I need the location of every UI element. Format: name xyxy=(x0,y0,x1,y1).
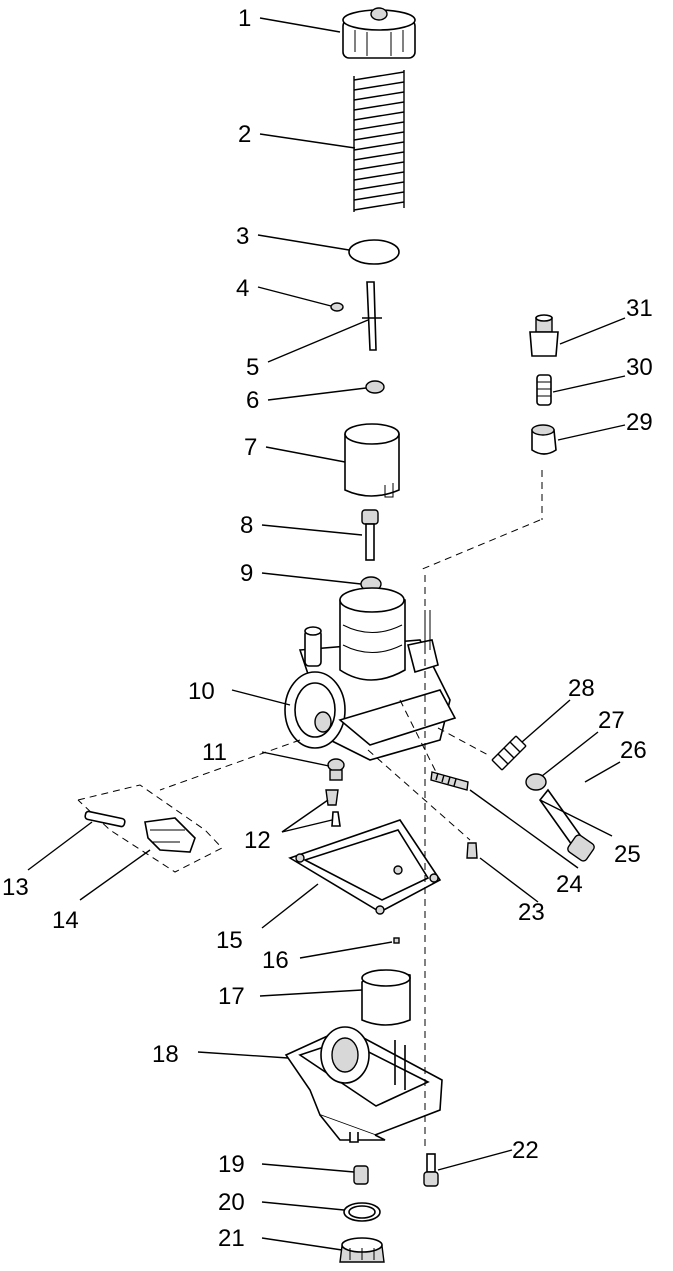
callout-1: 1 xyxy=(238,5,251,32)
callout-8: 8 xyxy=(240,512,253,539)
callout-2: 2 xyxy=(238,121,251,148)
part-float-assembly xyxy=(77,784,223,873)
part-gasket xyxy=(288,819,442,915)
callout-22: 22 xyxy=(512,1137,539,1164)
callout-12: 12 xyxy=(244,827,271,854)
part-carburetor-body xyxy=(284,587,457,761)
part-idle-screw xyxy=(538,788,595,862)
callout-27: 27 xyxy=(598,707,625,734)
callout-26: 26 xyxy=(620,737,647,764)
callout-31: 31 xyxy=(626,295,653,322)
callout-29: 29 xyxy=(626,409,653,436)
part-needle-jet xyxy=(327,758,345,781)
callout-3: 3 xyxy=(236,223,249,250)
callout-4: 4 xyxy=(236,275,249,302)
part-bowl-screw xyxy=(423,1153,439,1187)
callout-11: 11 xyxy=(202,739,227,766)
part-idle-washer xyxy=(525,773,547,791)
callout-18: 18 xyxy=(152,1041,179,1068)
part-top-cap xyxy=(342,7,416,59)
callout-15: 15 xyxy=(216,927,243,954)
callout-14: 14 xyxy=(52,907,79,934)
callout-21: 21 xyxy=(218,1225,245,1252)
part-starter-plunger xyxy=(531,424,557,455)
callout-28: 28 xyxy=(568,675,595,702)
part-throttle-valve xyxy=(344,423,400,498)
callout-5: 5 xyxy=(246,354,259,381)
callout-9: 9 xyxy=(240,560,253,587)
callout-19: 19 xyxy=(218,1151,245,1178)
part-main-jet xyxy=(353,1165,369,1185)
part-washer xyxy=(365,380,385,394)
callout-23: 23 xyxy=(518,899,545,926)
part-float-bowl xyxy=(284,1026,443,1143)
part-starter-spring xyxy=(536,374,552,406)
part-float xyxy=(361,969,411,1026)
part-drain-plug xyxy=(339,1237,385,1263)
callout-7: 7 xyxy=(244,434,257,461)
part-spring-seat xyxy=(348,239,400,265)
callout-10: 10 xyxy=(188,678,215,705)
part-clip xyxy=(330,302,344,312)
callout-17: 17 xyxy=(218,983,245,1010)
callout-20: 20 xyxy=(218,1189,245,1216)
callout-25: 25 xyxy=(614,841,641,868)
part-starter-nut xyxy=(529,314,559,357)
callout-16: 16 xyxy=(262,947,289,974)
part-screw xyxy=(361,509,379,561)
part-jet-needle xyxy=(362,281,382,351)
callout-13: 13 xyxy=(2,874,29,901)
part-pilot-screw xyxy=(430,771,469,791)
part-bowl-o-ring xyxy=(343,1202,381,1222)
part-idle-spring xyxy=(491,735,527,771)
part-pilot-jet xyxy=(466,842,478,859)
part-small-screw xyxy=(393,937,400,944)
callout-30: 30 xyxy=(626,354,653,381)
part-spring xyxy=(353,70,405,212)
callout-6: 6 xyxy=(246,387,259,414)
callout-24: 24 xyxy=(556,871,583,898)
